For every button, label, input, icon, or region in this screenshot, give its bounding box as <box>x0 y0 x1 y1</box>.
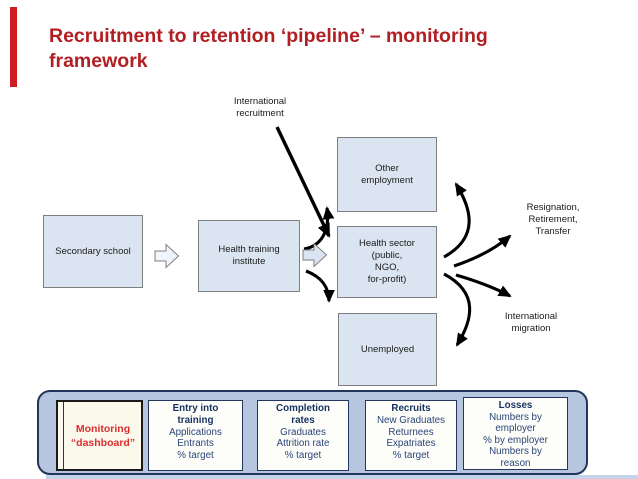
block-arrow-right-icon <box>154 243 180 269</box>
dashboard-shadow <box>46 475 638 479</box>
title-accent-bar <box>10 7 17 87</box>
box-health-training-institute: Health training institute <box>198 220 300 292</box>
box-secondary-school: Secondary school <box>43 215 143 288</box>
card-body: Graduates Attrition rate % target <box>276 426 330 462</box>
card-title: Recruits <box>391 403 431 414</box>
card-body: Applications Entrants % target <box>169 426 222 462</box>
dashboard-card-completion-rates: Completion rates Graduates Attrition rat… <box>257 400 349 471</box>
arrow-institute-to-other-employment <box>303 206 335 251</box>
box-other-employment: Other employment <box>337 137 437 212</box>
arrow-institute-to-unemployed <box>305 269 335 303</box>
label-international-recruitment: International recruitment <box>233 96 287 119</box>
arrow-health-sector-to-other-employment <box>443 182 471 259</box>
dashboard-card-entry-into-training: Entry into training Applications Entrant… <box>148 400 243 471</box>
card-body: New Graduates Returnees Expatriates % ta… <box>376 414 446 462</box>
label-resignation-retirement-transfer: Resignation, Retirement, Transfer <box>526 202 580 237</box>
monitoring-dashboard-box: Monitoring “dashboard” <box>56 400 143 471</box>
label-international-migration: International migration <box>504 311 558 334</box>
page-title: Recruitment to retention ‘pipeline’ – mo… <box>49 25 488 72</box>
box-health-sector: Health sector (public, NGO, for-profit) <box>337 226 437 298</box>
card-title: Losses <box>498 400 533 411</box>
dashboard-card-recruits: Recruits New Graduates Returnees Expatri… <box>365 400 457 471</box>
card-body: Numbers by employer % by employer Number… <box>483 411 548 469</box>
box-unemployed: Unemployed <box>338 313 437 386</box>
card-title: Completion rates <box>276 403 330 426</box>
card-title: Entry into training <box>172 403 219 426</box>
dashboard-card-losses: Losses Numbers by employer % by employer… <box>463 397 568 470</box>
arrow-health-sector-to-resignation <box>453 234 512 268</box>
arrow-health-sector-to-unemployed <box>443 272 472 347</box>
arrow-health-sector-to-migration <box>455 273 512 298</box>
block-arrow-right-icon <box>302 242 328 268</box>
